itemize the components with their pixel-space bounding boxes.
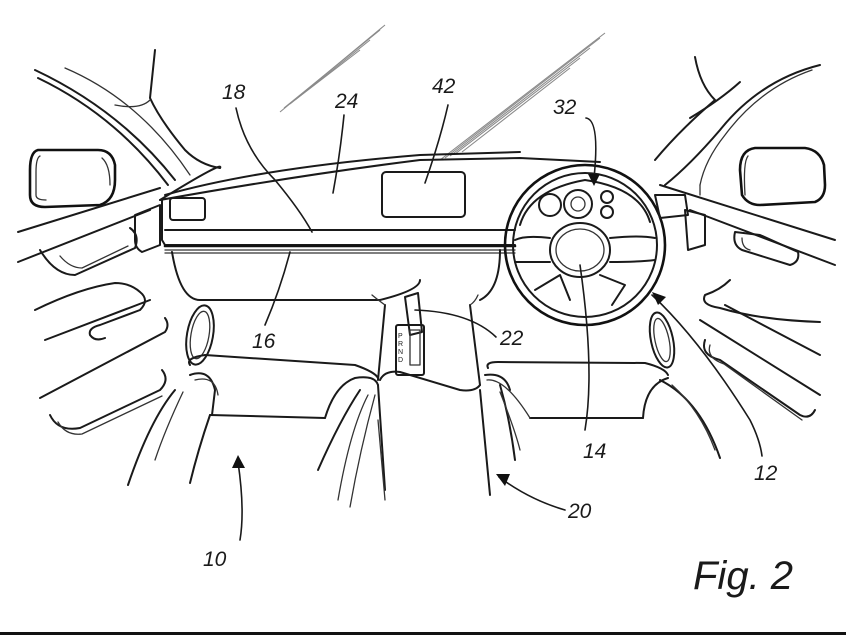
shifter-gate-n: N xyxy=(398,349,403,356)
shifter-gate-d: D xyxy=(398,357,403,364)
windshield-hatching-left xyxy=(279,24,386,113)
figure-caption: Fig. 2 xyxy=(693,554,793,598)
ref-numeral-22: 22 xyxy=(499,327,524,350)
ref-numeral-20: 20 xyxy=(567,500,592,523)
ref-numeral-10: 10 xyxy=(203,548,227,571)
right-door-speaker xyxy=(648,311,676,369)
instrument-cluster xyxy=(538,189,614,219)
shifter-gate-labels: P R N D xyxy=(398,333,403,364)
ref-numeral-12: 12 xyxy=(754,462,778,485)
left-a-pillar xyxy=(34,49,221,186)
right-door-trim xyxy=(659,184,836,266)
left-door-trim xyxy=(17,187,161,276)
left-door-armrest xyxy=(34,282,169,435)
center-display xyxy=(381,171,466,218)
left-seat xyxy=(127,354,379,508)
ref-numeral-16: 16 xyxy=(252,330,276,353)
center-console xyxy=(371,294,491,496)
ref-numeral-18: 18 xyxy=(222,81,246,104)
shifter-gate-r: R xyxy=(398,341,403,348)
right-dash-vent xyxy=(654,194,689,219)
left-side-mirror xyxy=(28,148,117,209)
right-door-armrest xyxy=(699,279,821,421)
right-a-pillar xyxy=(654,56,821,196)
ref-numeral-32: 32 xyxy=(553,96,577,119)
steering-wheel xyxy=(503,163,667,327)
leader-lines xyxy=(232,104,763,541)
gear-shifter xyxy=(395,292,425,376)
dashboard xyxy=(159,151,601,301)
windshield-hatching-right xyxy=(439,32,606,161)
ref-numeral-24: 24 xyxy=(334,90,358,113)
ref-numeral-14: 14 xyxy=(583,440,606,463)
left-door-speaker xyxy=(185,304,215,366)
ref-numeral-42: 42 xyxy=(432,75,456,98)
floor-line xyxy=(377,419,386,501)
right-side-mirror xyxy=(738,146,827,207)
bottom-border xyxy=(0,632,846,635)
shifter-gate-p: P xyxy=(398,333,403,340)
